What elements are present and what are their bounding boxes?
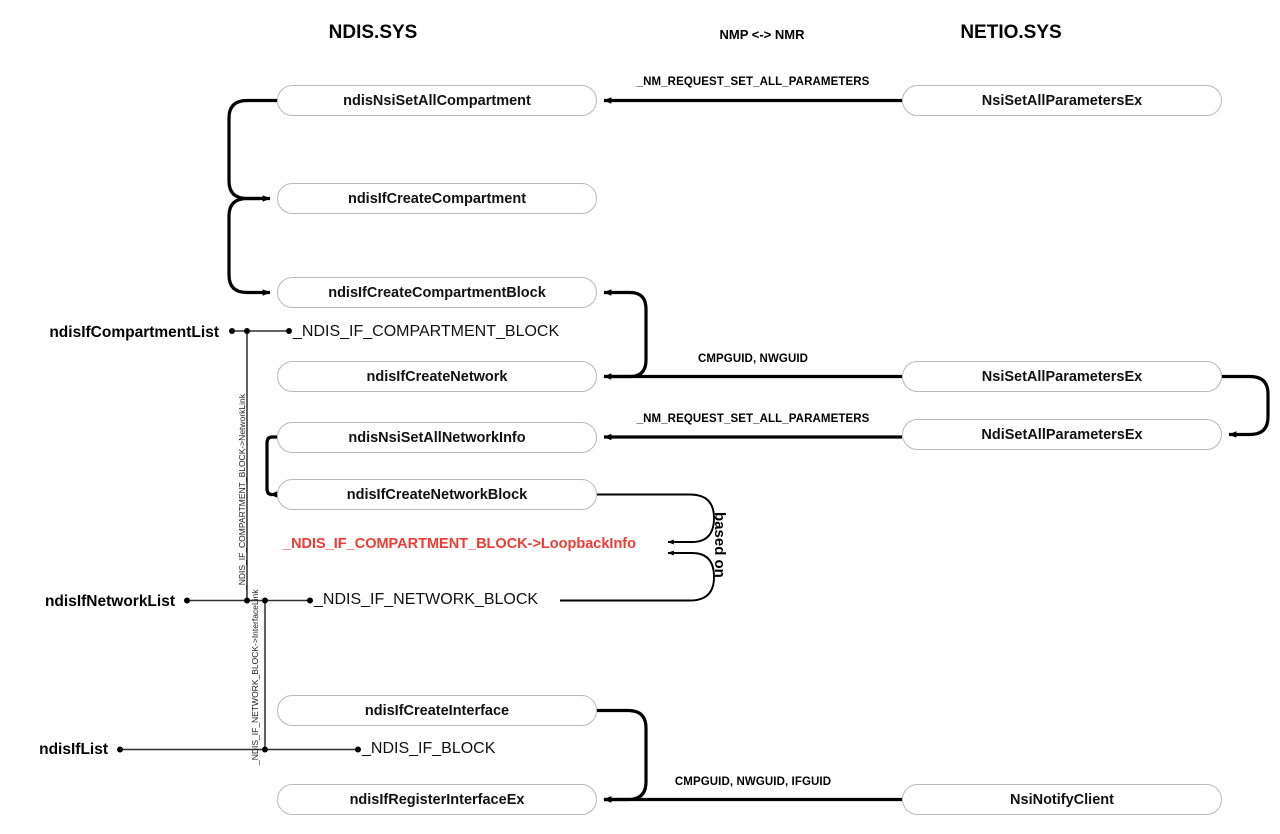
- node-ndisifcreateinterface[interactable]: ndisIfCreateInterface: [277, 695, 597, 726]
- dot-compartmentlist-junction: [244, 328, 250, 334]
- node-ndisifcreatecompartmentblock[interactable]: ndisIfCreateCompartmentBlock: [277, 277, 597, 308]
- node-ndisetallparametersex[interactable]: NdiSetAllParametersEx: [902, 419, 1222, 450]
- node-nsisetallparametersex-1[interactable]: NsiSetAllParametersEx: [902, 85, 1222, 116]
- dot-iflist-start: [117, 746, 123, 753]
- node-nsinotifyclient[interactable]: NsiNotifyClient: [902, 784, 1222, 815]
- wire-networkblock-to-loopbackinfo: [597, 493, 715, 545]
- dot-compartmentlist-start: [229, 328, 235, 334]
- dot-iflist-junction: [262, 746, 268, 753]
- list-label-ndisifnetworklist: ndisIfNetworkList: [44, 593, 175, 610]
- struct-label-ndis-if-block: _NDIS_IF_BLOCK: [362, 740, 496, 757]
- struct-label-ndis-if-compartment-block: _NDIS_IF_COMPARTMENT_BLOCK: [293, 323, 560, 340]
- dot-network-block: [307, 597, 313, 604]
- node-ndisifregisterinterfaceex[interactable]: ndisIfRegisterInterfaceEx: [277, 784, 597, 815]
- column-header-netio-sys: NETIO.SYS: [960, 22, 1062, 43]
- wire-createinterface-to-registerinterfaceex: [597, 708, 648, 803]
- dot-networklist-start: [184, 597, 190, 604]
- node-ndisnsisetallcompartment[interactable]: ndisNsiSetAllCompartment: [277, 85, 597, 116]
- dot-interfacelink-junction: [262, 597, 268, 604]
- node-ndisifcreatenetworkblock[interactable]: ndisIfCreateNetworkBlock: [277, 479, 597, 510]
- wire-compartment-hook-2: [227, 196, 271, 296]
- wire-network-to-compartmentblock: [603, 289, 648, 379]
- dot-if-block: [355, 746, 361, 753]
- dot-compartment-block: [286, 328, 292, 334]
- node-ndisifcreatenetwork[interactable]: ndisIfCreateNetwork: [277, 361, 597, 392]
- node-nsisetallparametersex-2[interactable]: NsiSetAllParametersEx: [902, 361, 1222, 392]
- column-header-ndis-sys: NDIS.SYS: [328, 22, 418, 43]
- node-ndisifcreatecompartment[interactable]: ndisIfCreateCompartment: [277, 183, 597, 214]
- vertical-label-interfacelink: _NDIS_IF_NETWORK_BLOCK->InterfaceLink: [250, 589, 260, 766]
- struct-label-loopbackinfo: _NDIS_IF_COMPARTMENT_BLOCK->LoopbackInfo: [283, 536, 636, 552]
- edge-label-nm-request-set-all-parameters-mid: _NM_REQUEST_SET_ALL_PARAMETERS: [636, 413, 870, 425]
- wire-nsiset2-to-ndiset: [1222, 374, 1270, 438]
- edge-label-nm-request-set-all-parameters-top: _NM_REQUEST_SET_ALL_PARAMETERS: [636, 76, 870, 88]
- edge-label-cmpguid-nwguid: CMPGUID, NWGUID: [697, 353, 809, 365]
- struct-label-ndis-if-network-block: _NDIS_IF_NETWORK_BLOCK: [314, 591, 539, 608]
- column-header-nmp-nmr: NMP <-> NMR: [719, 27, 805, 42]
- wire-networkstruct-to-loopbackinfo: [560, 550, 715, 602]
- vertical-label-networklink: _NDIS_IF_COMPARTMENT_BLOCK->NetworkLink: [237, 394, 247, 590]
- list-label-ndisifcompartmentlist: ndisIfCompartmentList: [49, 324, 219, 341]
- wire-compartment-hook-1: [227, 98, 277, 202]
- wire-networkinfo-to-networkblock: [265, 435, 278, 498]
- node-ndisnsisetallnetworkinfo[interactable]: ndisNsiSetAllNetworkInfo: [277, 422, 597, 453]
- list-label-ndisiflist: ndisIfList: [39, 741, 108, 758]
- vertical-label-based-on: based on: [711, 512, 728, 578]
- edge-label-cmpguid-nwguid-ifguid: CMPGUID, NWGUID, IFGUID: [674, 776, 832, 788]
